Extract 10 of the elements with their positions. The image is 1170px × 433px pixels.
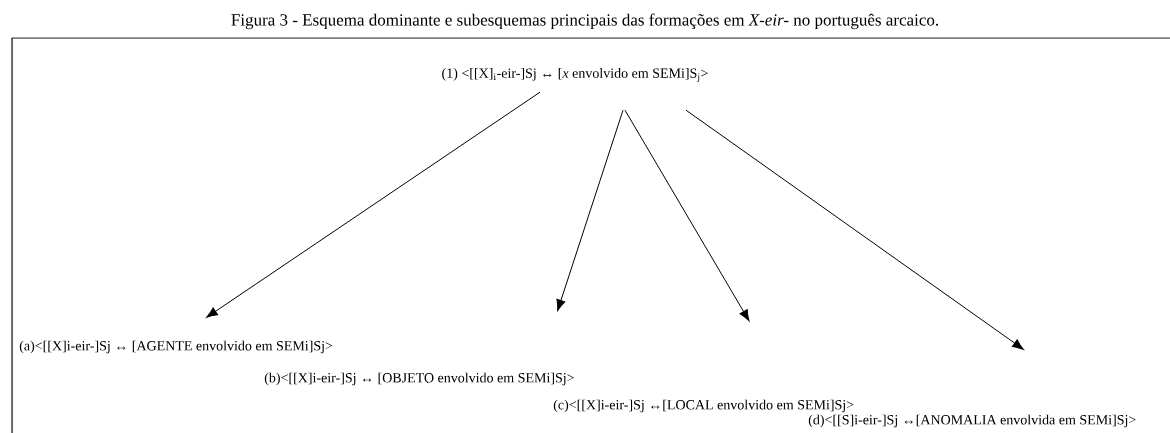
arrow [624,109,750,322]
arrow [556,109,624,312]
schema-text: (a)<[[X]i-eir-]Sj ↔ [AGENTE envolvido em SEMi]Sj> [19,340,333,354]
schema-text: (d)<[[S]i-eir-]Sj ↔[ANOMALIA envolvida em SEMi]Sj> [808,414,1136,428]
arrow [685,109,1024,350]
arrow [206,91,541,318]
figure-title: Figura 3 - Esquema dominante e subesquemas principais das formações em X-eir- no português arcaico. [231,13,938,30]
schema-text: (1) <[[X]$_{i}$-eir-]Sj ↔ [x envolvido em SEMi]S$_{j}$> [442,68,708,82]
schema-text: (c)<[[X]i-eir-]Sj ↔[LOCAL envolvido em SEMi]Sj> [553,399,854,413]
schema-text: (b)<[[X]i-eir-]Sj ↔ [OBJETO envolvido em SEMi]Sj> [264,372,574,386]
